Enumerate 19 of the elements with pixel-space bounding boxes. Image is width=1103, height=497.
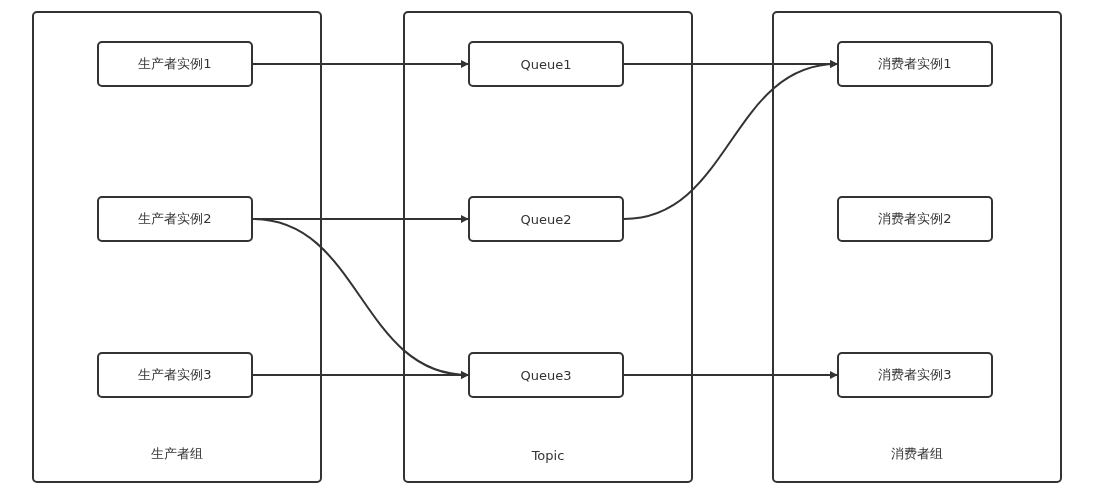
- arrow: [623, 60, 838, 220]
- group-label: Topic: [531, 448, 565, 463]
- process-box: 消费者实例2: [837, 196, 993, 242]
- arrow: [623, 371, 838, 379]
- process-box: Queue2: [468, 196, 624, 242]
- process-box: Queue3: [468, 352, 624, 398]
- group-label: 消费者组: [891, 445, 943, 463]
- process-box: 生产者实例2: [97, 196, 253, 242]
- process-box: 生产者实例1: [97, 41, 253, 87]
- arrow: [252, 371, 469, 379]
- process-box: 生产者实例3: [97, 352, 253, 398]
- process-box: 消费者实例1: [837, 41, 993, 87]
- arrow: [252, 60, 469, 68]
- process-box: Queue1: [468, 41, 624, 87]
- group-panel: [32, 11, 322, 483]
- group-label: 生产者组: [151, 445, 203, 463]
- process-box: 消费者实例3: [837, 352, 993, 398]
- group-panel: [403, 11, 693, 483]
- group-panel: [772, 11, 1062, 483]
